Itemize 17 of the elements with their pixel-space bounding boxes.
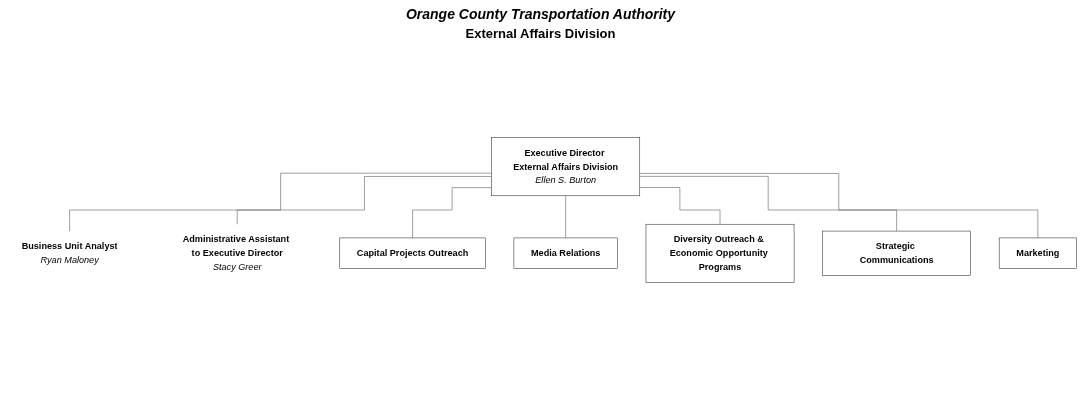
node-box: Strategic Communications: [822, 230, 971, 276]
node-box: Marketing: [998, 237, 1077, 269]
connector: [565, 195, 566, 239]
node-text: Administrative Assistant to Executive Director Stacy Greer: [182, 234, 290, 272]
node-box: Media Relations: [513, 237, 618, 269]
connector: [412, 187, 492, 239]
node-box: Executive Director External Affairs Division Ellen S. Burton: [491, 137, 641, 197]
connector: [639, 176, 897, 232]
connector: [236, 176, 492, 225]
connector: [639, 173, 1039, 239]
node-box: Diversity Outreach & Economic Opportunity Programs: [645, 223, 795, 283]
connector: [69, 172, 492, 232]
title: Orange County Transportation Authority: [404, 6, 677, 22]
node-text: Business Unit Analyst Ryan Maloney: [21, 241, 118, 265]
connector: [639, 187, 721, 225]
node-box: Capital Projects Outreach: [339, 237, 486, 269]
subtitle: External Affairs Division: [464, 26, 617, 41]
